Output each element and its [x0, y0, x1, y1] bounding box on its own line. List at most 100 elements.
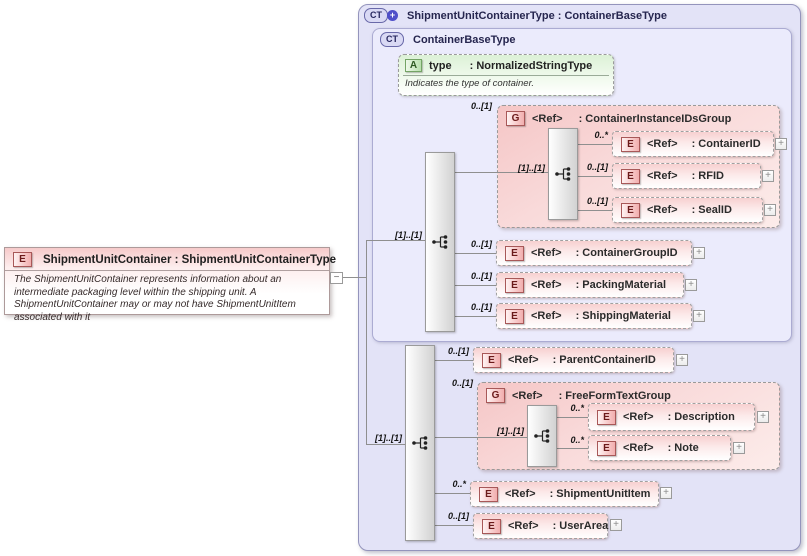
- element-ref-label: <Ref>: [508, 520, 539, 532]
- group-ref-label: <Ref>: [512, 389, 543, 402]
- expand-icon[interactable]: +: [693, 310, 705, 322]
- element-icon: E: [597, 440, 616, 456]
- derived-plus-icon: +: [387, 10, 398, 21]
- sequence-bar[interactable]: [425, 152, 455, 332]
- element-icon: E: [621, 136, 640, 152]
- sequence-bar[interactable]: [548, 128, 578, 220]
- element-box-shipmentunitcontainer[interactable]: E ShipmentUnitContainer : ShipmentUnitCo…: [4, 247, 336, 323]
- cardinality-label: 0..[1]: [586, 162, 608, 172]
- cardinality-label: 0..[1]: [447, 346, 469, 356]
- element-name-label: : ContainerGroupID: [575, 247, 678, 259]
- element-header: E ShipmentUnitContainer : ShipmentUnitCo…: [5, 248, 336, 271]
- element-ref-label: <Ref>: [623, 442, 654, 454]
- connector-line: [578, 176, 612, 177]
- sequence-icon: [554, 167, 570, 181]
- element-name-label: : SealID: [691, 204, 732, 216]
- ct-icon: CT: [380, 32, 404, 47]
- connector-line: [578, 144, 612, 145]
- element-ref-label: <Ref>: [505, 488, 536, 500]
- cardinality-label: 0..*: [570, 403, 584, 413]
- cardinality-label: 0..[1]: [447, 511, 469, 521]
- complex-type-title: ShipmentUnitContainerType : ContainerBas…: [407, 9, 667, 22]
- element-row-note[interactable]: E <Ref> : Note: [588, 435, 731, 461]
- element-icon: E: [479, 486, 498, 502]
- attribute-icon: A: [405, 59, 422, 72]
- element-row-parentcontainerid[interactable]: E <Ref> : ParentContainerID: [473, 347, 674, 373]
- element-icon: E: [13, 252, 32, 267]
- element-row-sealid[interactable]: E <Ref> : SealID: [612, 197, 763, 223]
- element-name-label: : ParentContainerID: [552, 354, 656, 366]
- element-row-shippingmaterial[interactable]: E <Ref> : ShippingMaterial: [496, 303, 692, 329]
- sequence-cardinality-label: [1]..[1]: [497, 426, 524, 436]
- element-row-rfid[interactable]: E <Ref> : RFID: [612, 163, 761, 189]
- element-name-label: : UserArea: [552, 520, 609, 532]
- element-name-label: : ShippingMaterial: [575, 310, 671, 322]
- expand-icon[interactable]: +: [764, 204, 776, 216]
- group-header: G <Ref> : FreeFormTextGroup: [478, 383, 779, 408]
- group-icon: G: [506, 111, 525, 126]
- connector-line: [578, 210, 612, 211]
- cardinality-label: 0..[1]: [470, 239, 492, 249]
- cardinality-label: 0..[1]: [586, 196, 608, 206]
- expand-icon[interactable]: +: [733, 442, 745, 454]
- element-ref-label: <Ref>: [508, 354, 539, 366]
- expand-icon[interactable]: +: [676, 354, 688, 366]
- element-row-containerid[interactable]: E <Ref> : ContainerID: [612, 131, 774, 157]
- expand-icon[interactable]: +: [685, 279, 697, 291]
- group-name-label: : ContainerInstanceIDsGroup: [578, 112, 732, 125]
- element-row-shipmentunititem[interactable]: E <Ref> : ShipmentUnitItem: [470, 481, 659, 507]
- expand-icon[interactable]: +: [660, 487, 672, 499]
- cardinality-label: 0..*: [594, 130, 608, 140]
- attribute-annotation: Indicates the type of container.: [403, 75, 609, 89]
- element-ref-label: <Ref>: [531, 310, 562, 322]
- cardinality-label: 0..[1]: [451, 378, 473, 388]
- base-type-header[interactable]: CT ContainerBaseType: [380, 32, 516, 47]
- element-ref-label: <Ref>: [647, 138, 678, 150]
- element-ref-label: <Ref>: [623, 411, 654, 423]
- collapse-icon[interactable]: −: [330, 272, 343, 284]
- element-name-label: : ContainerID: [691, 138, 761, 150]
- cardinality-label: 0..*: [570, 435, 584, 445]
- connector-line: [435, 525, 473, 526]
- complex-type-header[interactable]: CT+ ShipmentUnitContainerType : Containe…: [364, 8, 667, 23]
- expand-icon[interactable]: +: [610, 519, 622, 531]
- connector-line: [366, 444, 405, 445]
- element-title: ShipmentUnitContainer : ShipmentUnitCont…: [43, 253, 337, 266]
- connector-line: [455, 316, 496, 317]
- group-icon: G: [486, 388, 505, 403]
- element-annotation: The ShipmentUnitContainer represents inf…: [14, 274, 296, 323]
- element-row-userarea[interactable]: E <Ref> : UserArea: [473, 513, 608, 539]
- attribute-box-type[interactable]: A type : NormalizedStringType Indicates …: [398, 54, 614, 96]
- sequence-bar[interactable]: [405, 345, 435, 541]
- sequence-cardinality-label: [1]..[1]: [395, 230, 422, 240]
- element-row-description[interactable]: E <Ref> : Description: [588, 403, 755, 431]
- element-row-containergroupid[interactable]: E <Ref> : ContainerGroupID: [496, 240, 692, 266]
- element-name-label: : ShipmentUnitItem: [549, 488, 651, 500]
- connector-line: [557, 448, 588, 449]
- group-ref-label: <Ref>: [532, 112, 563, 125]
- group-name-label: : FreeFormTextGroup: [558, 389, 671, 402]
- element-name-label: : PackingMaterial: [575, 279, 667, 291]
- element-ref-label: <Ref>: [531, 279, 562, 291]
- cardinality-label: 0..[1]: [470, 101, 492, 111]
- connector-line: [435, 360, 473, 361]
- element-row-packingmaterial[interactable]: E <Ref> : PackingMaterial: [496, 272, 684, 298]
- expand-icon[interactable]: +: [757, 411, 769, 423]
- element-icon: E: [621, 202, 640, 218]
- expand-icon[interactable]: +: [775, 138, 787, 150]
- complex-type-plus-icon: CT+: [364, 8, 398, 23]
- connector-line: [342, 277, 366, 278]
- element-ref-label: <Ref>: [531, 247, 562, 259]
- sequence-bar[interactable]: [527, 405, 557, 467]
- cardinality-label: 0..[1]: [470, 271, 492, 281]
- attribute-header: A type : NormalizedStringType: [399, 55, 613, 75]
- connector-trunk: [366, 240, 367, 445]
- element-icon: E: [505, 245, 524, 261]
- attribute-name: type: [429, 59, 452, 72]
- expand-icon[interactable]: +: [693, 247, 705, 259]
- expand-icon[interactable]: +: [762, 170, 774, 182]
- element-icon: E: [482, 518, 501, 534]
- element-name-label: : Description: [667, 411, 735, 423]
- base-type-title: ContainerBaseType: [413, 33, 516, 46]
